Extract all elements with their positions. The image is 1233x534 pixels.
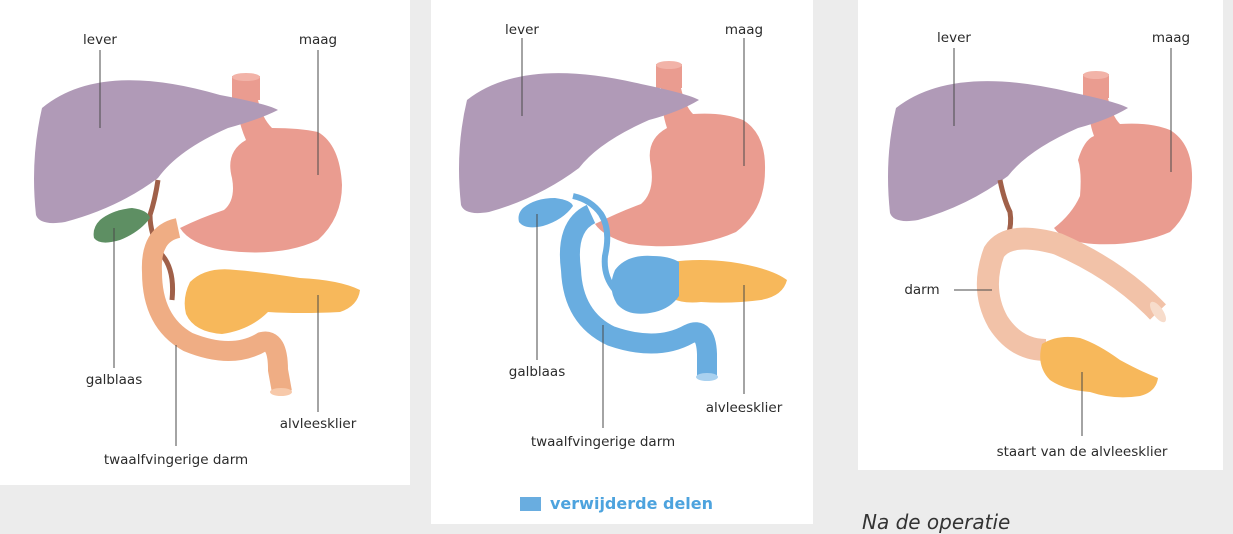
pancreas xyxy=(185,269,360,334)
bile-duct xyxy=(1000,180,1011,236)
diagram-before: lever maag galblaas twaalfvingerige darm… xyxy=(0,0,410,485)
label-stomach: maag xyxy=(725,22,763,38)
legend-label: verwijderde delen xyxy=(550,494,713,513)
esophagus-top xyxy=(232,73,260,81)
duodenum-end xyxy=(270,388,292,396)
caption-after-surgery: Na de operatie xyxy=(862,510,1010,534)
label-liver: lever xyxy=(937,30,971,46)
label-gallbladder: galblaas xyxy=(509,364,566,380)
diagram-removed-parts: lever maag galblaas twaalfvingerige darm… xyxy=(431,0,813,524)
label-gallbladder: galblaas xyxy=(86,372,143,388)
gallbladder xyxy=(94,208,150,243)
label-stomach: maag xyxy=(299,32,337,48)
label-liver: lever xyxy=(83,32,117,48)
label-intestine: darm xyxy=(904,282,939,298)
label-stomach: maag xyxy=(1152,30,1190,46)
esophagus-top xyxy=(1083,71,1109,79)
removed-pancreas-head xyxy=(611,256,679,314)
label-pancreas-tail: staart van de alvleesklier xyxy=(997,444,1168,460)
anatomy-illustration-after: lever maag darm staart van de alvleeskli… xyxy=(858,0,1223,470)
anatomy-illustration-before: lever maag galblaas twaalfvingerige darm… xyxy=(0,0,410,485)
intestine xyxy=(988,239,1158,350)
label-pancreas: alvleesklier xyxy=(706,400,783,416)
removed-duodenum-end xyxy=(696,373,718,381)
label-pancreas: alvleesklier xyxy=(280,416,357,432)
diagram-after: lever maag darm staart van de alvleeskli… xyxy=(858,0,1223,470)
label-duodenum: twaalfvingerige darm xyxy=(531,434,675,450)
esophagus-top xyxy=(656,61,682,69)
legend: verwijderde delen xyxy=(520,494,713,513)
legend-swatch-removed xyxy=(520,497,541,511)
removed-gallbladder xyxy=(519,198,574,227)
pancreas-tail xyxy=(1040,337,1158,397)
label-liver: lever xyxy=(505,22,539,38)
pancreas-tail xyxy=(671,260,787,303)
anatomy-illustration-removed: lever maag galblaas twaalfvingerige darm… xyxy=(431,0,813,485)
label-duodenum: twaalfvingerige darm xyxy=(104,452,248,468)
